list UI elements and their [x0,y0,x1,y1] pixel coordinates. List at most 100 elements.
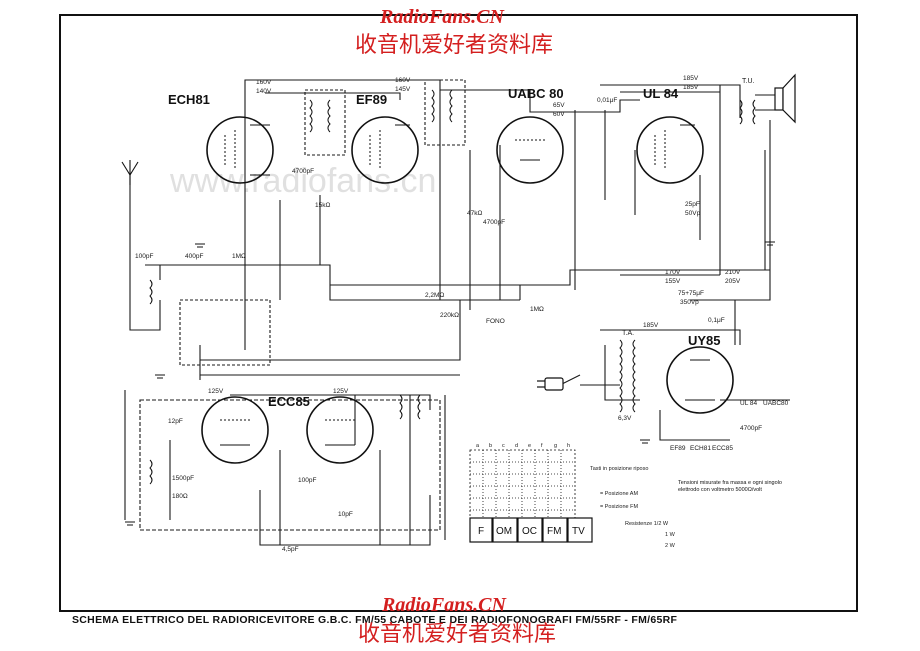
tube-label-uy85: UY85 [688,333,721,348]
legend-measure-box: Tensioni misurate fra massa e ogni singo… [678,480,782,493]
band-button-tv[interactable] [567,517,593,543]
tube-ul84-envelope [636,116,704,184]
tubes [201,116,734,464]
svg-text:100pF: 100pF [298,477,316,484]
svg-text:1MΩ: 1MΩ [232,253,246,260]
switch-col-g: g [554,443,557,449]
svg-text:180Ω: 180Ω [172,493,188,500]
band-label-fm: FM [547,526,561,537]
speaker-icon [774,73,796,124]
svg-text:100pF: 100pF [135,253,153,260]
switch-col-h: h [567,443,570,449]
svg-text:160V: 160V [395,77,411,84]
ground-symbols [125,241,775,526]
legend-res-2: 1 W [665,532,676,538]
watermark-site-top: RadioFans.CN [379,6,505,28]
svg-text:47kΩ: 47kΩ [467,210,482,217]
tube-electrodes [220,124,715,446]
svg-text:210V: 210V [725,269,741,276]
band-label-oc: OC [522,526,537,537]
svg-text:205V: 205V [725,278,741,285]
antenna-icon [121,160,139,185]
svg-text:0,01μF: 0,01μF [597,97,617,104]
svg-text:60V: 60V [553,111,565,118]
legend-res-3: 2 W [665,543,676,549]
svg-text:140V: 140V [256,88,272,95]
svg-text:75+75μF: 75+75μF [678,290,704,297]
tube-label-ecc85: ECC85 [268,394,310,409]
svg-text:2,2MΩ: 2,2MΩ [425,292,444,299]
coils [149,89,756,485]
tube-label-ul84: UL 84 [643,86,679,101]
svg-text:ECC85: ECC85 [712,445,733,452]
svg-text:4700pF: 4700pF [292,168,314,175]
svg-text:4700pF: 4700pF [740,425,762,432]
switch-col-a: a [476,443,480,449]
svg-text:170V: 170V [665,269,681,276]
legend-resistors: Resistenze 1/2 W 1 W 2 W [625,521,676,549]
svg-text:UL 84: UL 84 [740,400,757,407]
svg-text:65V: 65V [553,102,565,109]
svg-text:EF89: EF89 [670,445,686,452]
schematic-title: SCHEMA ELETTRICO DEL RADIORICEVITORE G.B… [72,614,678,626]
tube-label-ech81: ECH81 [168,92,210,107]
svg-text:185V: 185V [683,84,699,91]
switch-col-d: d [515,443,518,449]
power-transformer-label: T.A. [622,330,634,337]
svg-text:FONO: FONO [486,318,505,325]
schematic-frame [59,14,858,612]
band-button-oc[interactable] [517,517,543,543]
component-labels: 100pF 400pF 1MΩ 4700pF 15kΩ 47kΩ 0,01μF … [135,97,789,553]
legend: Tasti in posizione riposo = Posizione AM… [590,466,648,510]
switch-col-b: b [489,443,492,449]
legend-fm: = Posizione FM [600,504,638,510]
power-plug-icon [537,377,564,391]
tube-uabc80-envelope [496,116,564,184]
watermark-chinese-bottom: 收音机爱好者资料库 [358,622,556,647]
tube-ecc85-left-envelope [201,396,269,464]
legend-keys-rest: Tasti in posizione riposo [590,466,648,472]
switch-col-c: c [502,443,505,449]
svg-text:145V: 145V [395,86,411,93]
ghost-watermark: www.radiofans.cn [169,162,436,200]
svg-text:4,5pF: 4,5pF [282,546,299,553]
legend-res-1: Resistenze 1/2 W [625,521,669,527]
svg-text:1500pF: 1500pF [172,475,194,482]
svg-text:50Vp: 50Vp [685,210,701,217]
tube-label-uabc80: UABC 80 [508,86,564,101]
svg-text:350Vp: 350Vp [680,299,699,306]
svg-text:4700pF: 4700pF [483,219,505,226]
svg-text:400pF: 400pF [185,253,203,260]
svg-text:ECH81: ECH81 [690,445,711,452]
svg-text:6,3V: 6,3V [618,415,632,422]
voltage-labels: 160V 140V 160V 145V 65V 60V 185V 185V 17… [208,75,741,422]
tube-uy85-envelope [666,346,734,414]
legend-am: = Posizione AM [600,491,638,497]
svg-text:0,1μF: 0,1μF [708,317,725,324]
band-label-om: OM [496,526,512,537]
svg-text:220kΩ: 220kΩ [440,312,459,319]
band-button-om[interactable] [492,517,518,543]
svg-text:12pF: 12pF [168,418,183,425]
svg-text:UABC80: UABC80 [763,400,789,407]
svg-text:10pF: 10pF [338,511,353,518]
band-button-f[interactable] [469,517,493,543]
switch-col-f: f [541,443,543,449]
svg-text:25pF: 25pF [685,201,700,208]
svg-text:155V: 155V [665,278,681,285]
svg-text:125V: 125V [208,388,224,395]
band-button-fm[interactable] [542,517,568,543]
tube-ef89-envelope [351,116,419,184]
tube-label-ef89: EF89 [356,92,387,107]
svg-text:185V: 185V [643,322,659,329]
svg-text:15kΩ: 15kΩ [315,202,330,209]
svg-text:1MΩ: 1MΩ [530,306,544,313]
tube-ecc85-right-envelope [306,396,374,464]
output-transformer-label: T.U. [742,78,755,85]
svg-text:160V: 160V [256,79,272,86]
watermark-site-bottom: RadioFans.CN [381,594,507,616]
band-label-tv: TV [572,526,585,537]
switch-col-e: e [528,443,531,449]
legend-measure: Tensioni misurate fra massa e ogni singo… [678,480,782,493]
